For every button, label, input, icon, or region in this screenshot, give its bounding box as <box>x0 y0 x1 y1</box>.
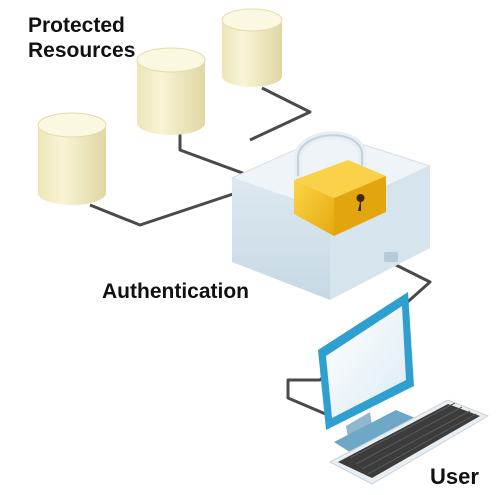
user-label: User <box>430 464 479 489</box>
padlock-icon <box>294 131 386 236</box>
keyboard-icon <box>328 399 490 485</box>
cable-user <box>286 260 432 420</box>
cable-db1 <box>89 178 276 227</box>
authentication-label: Authentication <box>102 280 249 303</box>
resources-label: Protected Resources <box>28 14 136 62</box>
cable-db3 <box>249 86 312 142</box>
database-icon <box>221 8 283 87</box>
monitor-icon <box>318 292 420 456</box>
database-icon <box>136 47 206 135</box>
network-cables <box>89 86 432 420</box>
database-icon <box>37 112 107 205</box>
